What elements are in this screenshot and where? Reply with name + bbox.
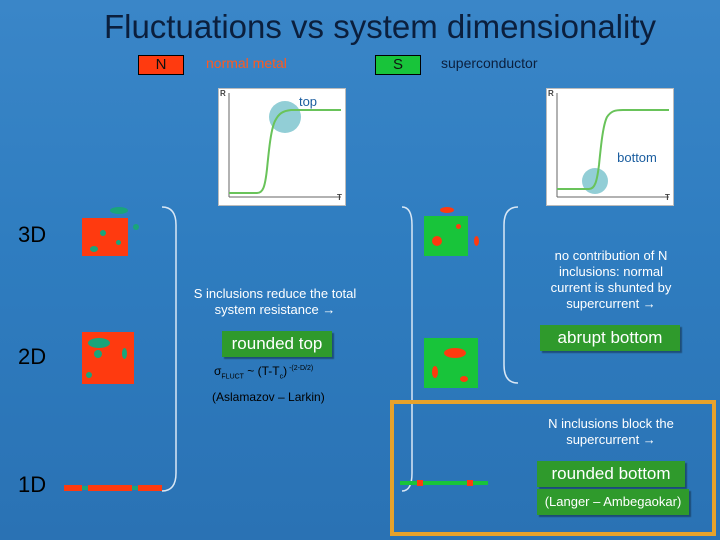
rt-curve-bottom xyxy=(556,93,669,198)
axis-t-label: T xyxy=(337,193,342,202)
legend-s-text: superconductor xyxy=(441,55,538,71)
legend-s-box: S xyxy=(375,55,421,75)
axis-r-label: R xyxy=(220,89,226,98)
legend-n-box: N xyxy=(138,55,184,75)
left-brace xyxy=(161,206,177,492)
axis-r-label: R xyxy=(548,89,554,98)
fluct-formula: σFLUCT ~ (T-Tc) -(2-D/2) xyxy=(214,364,314,381)
s-inclusion-note: S inclusions reduce the total system res… xyxy=(193,286,357,317)
n-inclusion-block-note: N inclusions block the supercurrent → xyxy=(548,416,674,447)
right-brace xyxy=(503,206,519,384)
label-top: top xyxy=(298,94,318,109)
heading-rounded-bottom: rounded bottom xyxy=(537,461,685,487)
s-inclusion xyxy=(110,207,128,214)
center-right-brace xyxy=(401,206,413,492)
normal-wire-1d xyxy=(64,485,162,491)
normal-matrix-2d xyxy=(82,332,134,384)
rt-plot-top: R T xyxy=(218,88,346,206)
normal-matrix-3d xyxy=(82,218,128,256)
citation-al: (Aslamazov – Larkin) xyxy=(212,390,325,404)
slide-title: Fluctuations vs system dimensionality xyxy=(103,8,657,45)
label-1d: 1D xyxy=(18,472,47,497)
label-2d: 2D xyxy=(18,344,47,369)
n-inclusion-note: no contribution of N inclusions: normal … xyxy=(550,248,672,311)
super-matrix-3d xyxy=(424,216,468,256)
n-inclusion xyxy=(474,236,479,246)
axis-t-label: T xyxy=(665,193,670,202)
legend-n-text: normal metal xyxy=(206,55,287,71)
citation-la: (Langer – Ambegaokar) xyxy=(537,489,689,515)
heading-rounded-top: rounded top xyxy=(222,331,332,357)
super-matrix-2d xyxy=(424,338,478,388)
s-inclusion xyxy=(133,224,139,230)
heading-abrupt-bottom: abrupt bottom xyxy=(540,325,680,351)
rt-curve-top xyxy=(228,93,341,198)
label-3d: 3D xyxy=(18,222,47,247)
frame-1d xyxy=(390,400,716,536)
super-wire-1d xyxy=(400,480,488,486)
rt-plot-bottom: R T xyxy=(546,88,674,206)
label-bottom: bottom xyxy=(617,150,657,165)
n-inclusion xyxy=(440,207,454,213)
